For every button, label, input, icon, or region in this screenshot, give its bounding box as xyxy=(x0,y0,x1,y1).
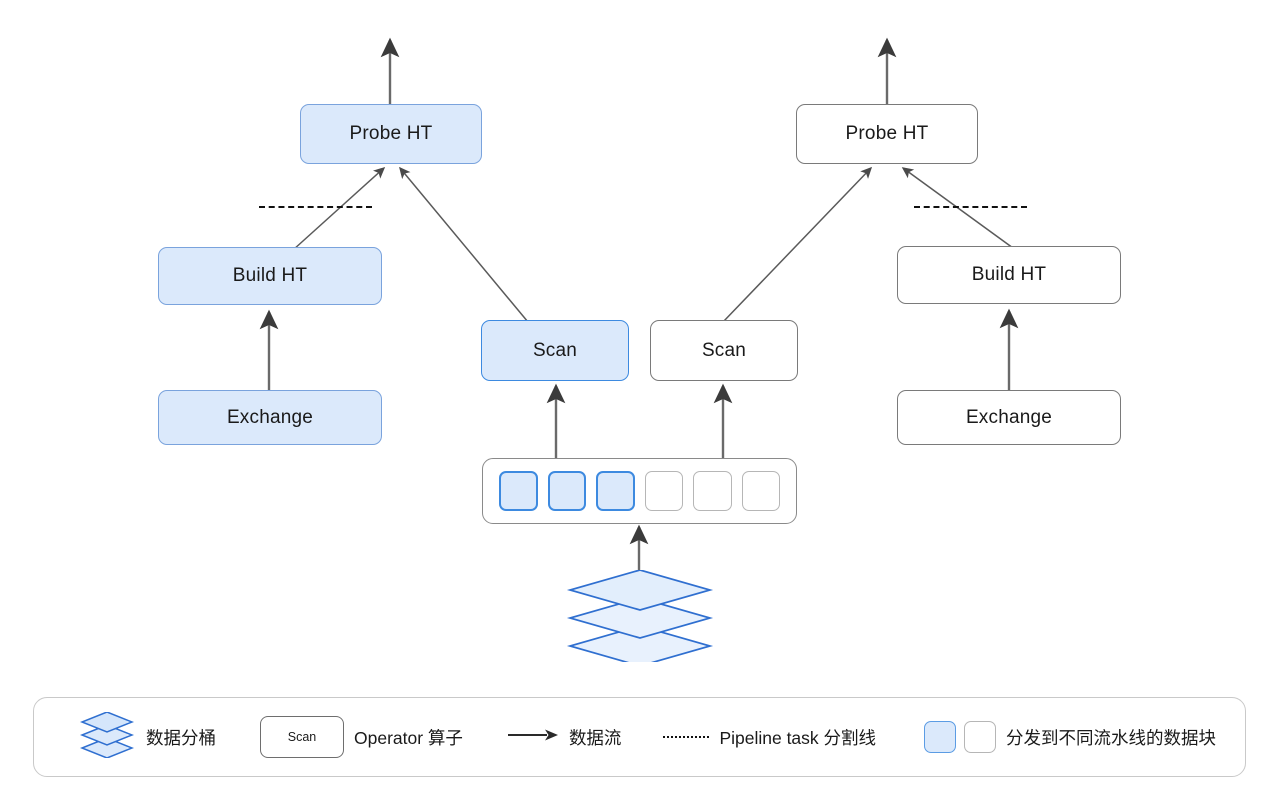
data-block-1[interactable] xyxy=(499,471,538,511)
node-right-exchange[interactable]: Exchange xyxy=(897,390,1121,445)
data-block-6[interactable] xyxy=(741,471,780,511)
pipeline-divider-right xyxy=(914,206,1027,208)
node-left-build-ht[interactable]: Build HT xyxy=(158,247,382,305)
legend-label-data-block-dispatch: 分发到不同流水线的数据块 xyxy=(1006,727,1217,748)
node-label: Build HT xyxy=(971,264,1047,285)
data-block-3[interactable] xyxy=(596,471,635,511)
node-label: Exchange xyxy=(226,406,314,428)
data-bucket-stack-icon[interactable] xyxy=(565,569,715,667)
data-block-4[interactable] xyxy=(644,471,684,511)
node-label: Scan xyxy=(532,339,578,361)
node-left-scan[interactable]: Scan xyxy=(481,320,629,381)
pipeline-divider-left xyxy=(259,206,372,208)
node-left-exchange[interactable]: Exchange xyxy=(158,390,382,445)
legend-panel: 数据分桶 Scan Operator 算子 数据流 xyxy=(33,697,1246,777)
node-label: Exchange xyxy=(965,406,1053,428)
data-block-5[interactable] xyxy=(693,471,732,511)
legend-item-data-block-dispatch: 分发到不同流水线的数据块 xyxy=(924,721,1216,753)
node-label: Probe HT xyxy=(349,123,433,144)
edge-left-build-to-probe xyxy=(292,166,386,251)
edge-left-scan-to-probe xyxy=(399,166,529,323)
operator-box-text: Scan xyxy=(287,730,317,744)
legend-label-data-bucket: 数据分桶 xyxy=(146,727,216,748)
legend-item-pipeline-split: Pipeline task 分割线 xyxy=(663,725,876,750)
node-label: Probe HT xyxy=(845,123,929,144)
layer-stack-icon xyxy=(78,710,136,763)
node-right-probe-ht[interactable]: Probe HT xyxy=(796,104,978,164)
edge-right-build-to-probe xyxy=(901,167,1014,249)
node-label: Scan xyxy=(701,339,747,361)
data-block-2[interactable] xyxy=(547,471,587,511)
legend-label-pipeline-split: Pipeline task 分割线 xyxy=(719,727,877,748)
legend-label-operator: Operator 算子 xyxy=(354,727,463,748)
two-squares-icon xyxy=(924,721,997,753)
legend-swatch-unassigned xyxy=(964,721,997,753)
legend-item-data-bucket: 数据分桶 xyxy=(78,710,216,763)
node-right-build-ht[interactable]: Build HT xyxy=(897,246,1121,304)
operator-box-icon: Scan xyxy=(260,716,344,758)
data-blocks-container xyxy=(482,458,797,524)
legend-swatch-assigned xyxy=(924,721,957,753)
node-left-probe-ht[interactable]: Probe HT xyxy=(300,104,482,164)
legend-item-data-flow: 数据流 xyxy=(507,725,622,750)
legend-label-data-flow: 数据流 xyxy=(568,727,622,748)
legend-item-operator: Scan Operator 算子 xyxy=(260,716,463,758)
node-right-scan[interactable]: Scan xyxy=(650,320,798,381)
node-label: Build HT xyxy=(232,265,308,286)
arrow-right-icon xyxy=(507,728,559,747)
edge-right-scan-to-probe xyxy=(722,166,873,323)
dotted-line-icon xyxy=(663,736,710,738)
